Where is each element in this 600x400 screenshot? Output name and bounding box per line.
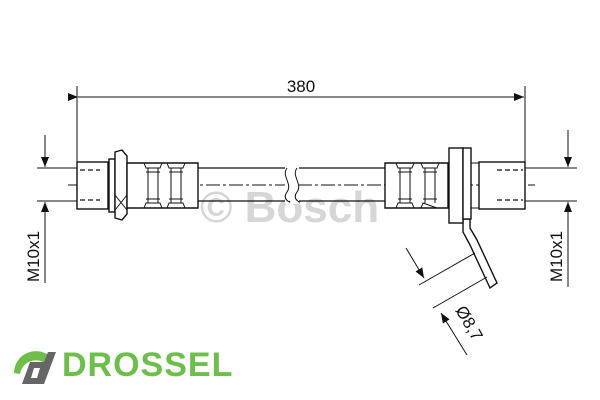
thread-left-label: M10x1	[24, 231, 43, 282]
right-thread-dimension: M10x1	[525, 130, 577, 287]
thread-right-label: M10x1	[547, 231, 566, 282]
drossel-logo-text: DROSSEL	[62, 346, 234, 384]
left-fitting	[76, 149, 199, 221]
length-value: 380	[287, 77, 315, 96]
hose	[198, 166, 385, 204]
length-dimension: 380	[68, 77, 526, 165]
left-thread-dimension: M10x1	[24, 135, 77, 283]
mounting-bracket	[448, 147, 498, 290]
break-symbol	[284, 167, 301, 203]
drossel-logo-icon	[14, 351, 56, 384]
right-ferrule	[384, 162, 449, 209]
hole-diameter-dimension: Ø8,7	[405, 247, 488, 356]
right-fitting	[478, 161, 526, 210]
